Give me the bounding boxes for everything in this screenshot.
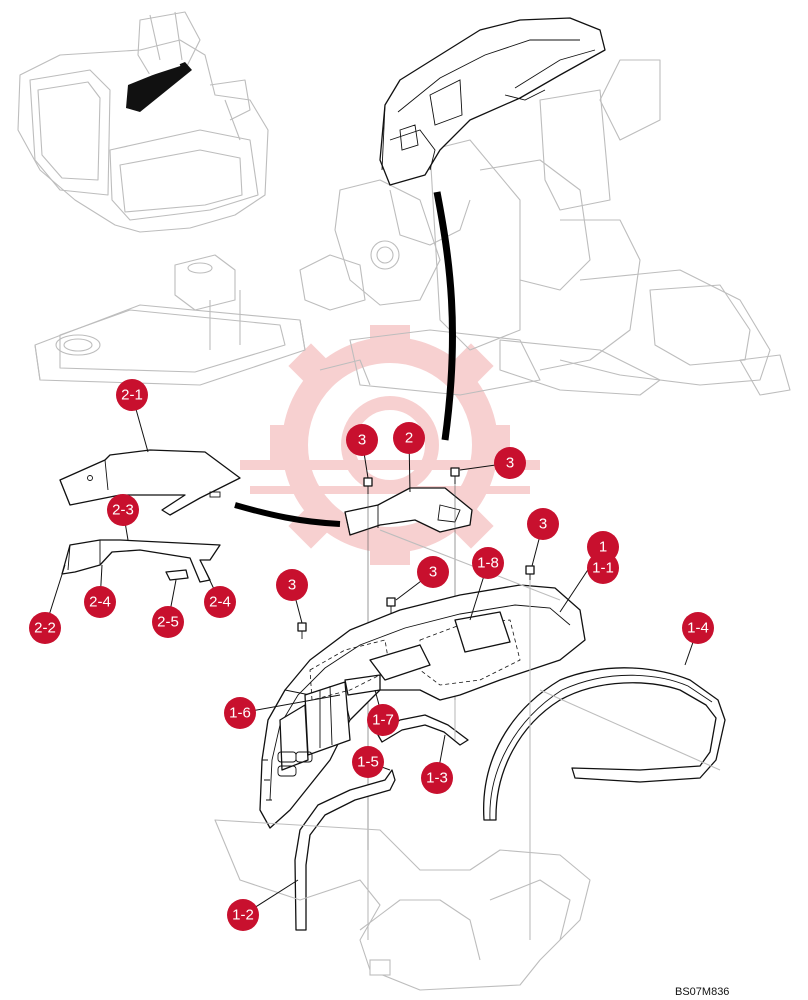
callout-3a: 3 — [346, 424, 378, 456]
svg-text:1-3: 1-3 — [426, 770, 448, 787]
callout-2-1: 2-1 — [116, 379, 148, 411]
machine-body-ghost — [299, 59, 791, 396]
part-2-1-plate — [59, 449, 241, 516]
svg-text:2-4: 2-4 — [209, 594, 231, 611]
callout-1-8: 1-8 — [472, 547, 504, 579]
lower-frame-ghost — [214, 529, 721, 991]
arrow-from-part-2-1 — [234, 502, 341, 527]
svg-text:3: 3 — [506, 455, 514, 472]
svg-text:2-3: 2-3 — [112, 502, 134, 519]
bolt-3-c — [386, 597, 396, 614]
part-1-8-pad — [454, 611, 511, 653]
svg-text:1: 1 — [599, 539, 607, 556]
svg-text:1-7: 1-7 — [372, 712, 394, 729]
svg-text:2-4: 2-4 — [89, 594, 111, 611]
callout-1-1: 1-1 — [587, 552, 619, 584]
callout-group: 2-1 2 3 3 2-3 3 1 1-1 1-8 3 3 2-4 2-4 2-2 2-5 1-4 1-6 1-7… — [29, 379, 714, 931]
svg-text:2: 2 — [405, 430, 413, 447]
part-2-5-clip — [165, 569, 189, 581]
callout-3b: 3 — [494, 447, 526, 479]
chassis-frame-ghost — [34, 254, 306, 386]
svg-text:1-8: 1-8 — [477, 555, 499, 572]
svg-text:3: 3 — [429, 564, 437, 581]
svg-text:2-2: 2-2 — [34, 620, 56, 637]
svg-text:1-1: 1-1 — [592, 560, 614, 577]
svg-text:2-5: 2-5 — [157, 614, 179, 631]
callout-3c: 3 — [417, 556, 449, 588]
bolt-3-e — [297, 622, 307, 639]
drawing-code: BS07M836 — [675, 986, 729, 998]
part-1-cover — [259, 584, 586, 829]
callout-2-3: 2-3 — [107, 494, 139, 526]
callout-2-5: 2-5 — [152, 606, 184, 638]
bolt-3-group — [297, 467, 535, 639]
svg-text:1-4: 1-4 — [687, 620, 709, 637]
highlighted-cover-inset — [126, 62, 192, 112]
callout-1-5: 1-5 — [352, 746, 384, 778]
svg-text:3: 3 — [539, 516, 547, 533]
svg-text:1-5: 1-5 — [357, 754, 379, 771]
arrow-to-part-2 — [433, 191, 456, 441]
callout-2-4b: 2-4 — [204, 586, 236, 618]
callout-3e: 3 — [276, 569, 308, 601]
callout-2: 2 — [393, 422, 425, 454]
part-2-3-bracket — [61, 539, 221, 583]
svg-text:3: 3 — [358, 432, 366, 449]
watermark-logo — [240, 325, 540, 565]
bolt-3-b — [450, 467, 460, 484]
callout-1-6: 1-6 — [224, 697, 256, 729]
part-1-2-seal — [294, 769, 396, 931]
callout-1-7: 1-7 — [367, 704, 399, 736]
callout-2-4a: 2-4 — [84, 586, 116, 618]
svg-text:3: 3 — [288, 577, 296, 594]
part-1-4-seal — [483, 667, 726, 821]
callout-1-4: 1-4 — [682, 612, 714, 644]
svg-text:1-2: 1-2 — [232, 907, 254, 924]
bolt-3-d — [525, 565, 535, 582]
callout-1-2: 1-2 — [227, 899, 259, 931]
svg-text:2-1: 2-1 — [121, 387, 143, 404]
callout-1-3: 1-3 — [421, 762, 453, 794]
part-1-3-seal — [377, 714, 469, 746]
machine-overview-inset — [17, 11, 269, 233]
callout-2-2: 2-2 — [29, 612, 61, 644]
callout-3d: 3 — [527, 508, 559, 540]
svg-text:1-6: 1-6 — [229, 705, 251, 722]
installed-cover-ghost — [379, 17, 606, 246]
